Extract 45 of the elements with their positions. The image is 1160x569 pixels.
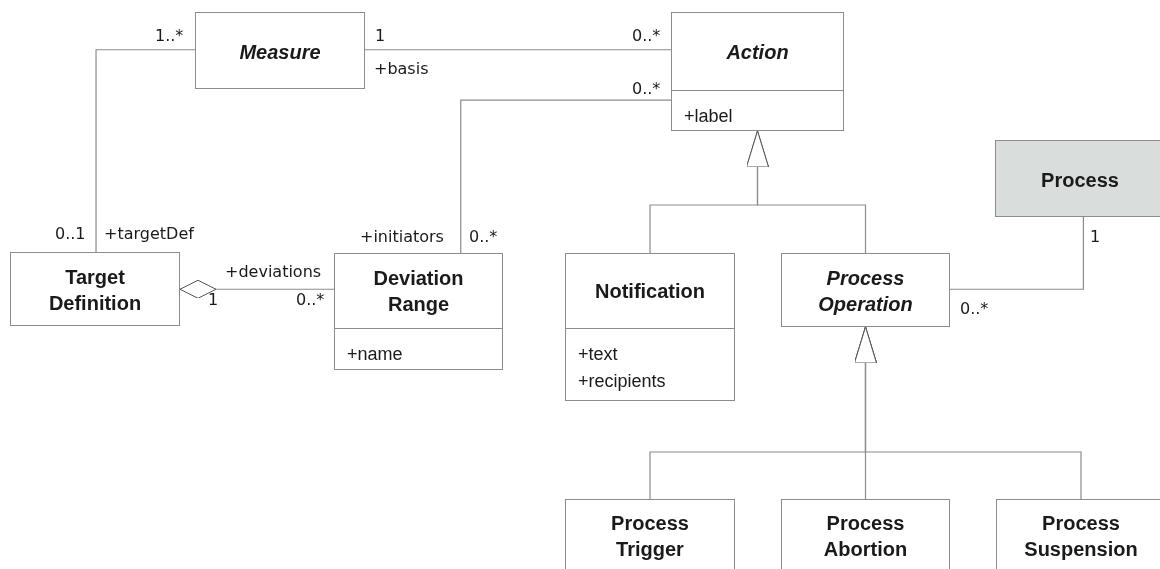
association-end-label: 1..* xyxy=(155,26,184,46)
class-box xyxy=(565,499,735,569)
attribute-text: +text xyxy=(578,343,618,366)
class-name: Measure xyxy=(239,39,321,65)
association-end-label: 0..* xyxy=(632,26,661,46)
class-name: Process xyxy=(1041,167,1119,193)
aggregation-line xyxy=(179,279,335,299)
class-box xyxy=(565,253,735,401)
class-box xyxy=(334,253,503,370)
association-end-label: 0..* xyxy=(960,299,989,319)
class-name: Process Operation xyxy=(817,266,914,317)
association-line xyxy=(95,49,196,253)
association-line xyxy=(460,99,672,254)
class-box xyxy=(781,499,950,569)
class-name: Process Abortion xyxy=(822,511,909,562)
class-name: Process Suspension xyxy=(1023,511,1139,562)
attribute-text: +recipients xyxy=(578,370,666,393)
association-end-label: 1 xyxy=(1090,227,1101,247)
association-end-label: 0..1 xyxy=(55,224,86,244)
class-name: Deviation Range xyxy=(372,266,465,317)
class-box xyxy=(671,12,844,131)
class-box xyxy=(10,252,180,326)
association-end-label: 1 xyxy=(208,290,219,310)
association-line xyxy=(364,49,672,51)
class-name: Target Definition xyxy=(47,265,143,316)
association-end-label: +initiators xyxy=(360,227,444,247)
class-name: Process Trigger xyxy=(610,511,690,562)
association-line xyxy=(949,216,1084,290)
class-box xyxy=(996,499,1160,569)
association-end-label: +deviations xyxy=(225,262,322,282)
class-name: Notification xyxy=(595,279,705,304)
association-end-label: 0..* xyxy=(632,79,661,99)
class-box xyxy=(995,140,1160,217)
attribute-text: +label xyxy=(684,105,733,128)
generalization-arrow xyxy=(854,326,1082,500)
generalization-arrow xyxy=(746,130,867,254)
class-box xyxy=(195,12,365,89)
association-end-label: 1 xyxy=(375,26,386,46)
association-end-label: 0..* xyxy=(469,227,498,247)
class-box xyxy=(781,253,950,327)
association-end-label: +targetDef xyxy=(104,224,194,244)
association-end-label: 0..* xyxy=(296,290,325,310)
association-end-label: +basis xyxy=(374,59,429,79)
attribute-text: +name xyxy=(347,343,403,366)
class-name: Action xyxy=(726,39,789,65)
